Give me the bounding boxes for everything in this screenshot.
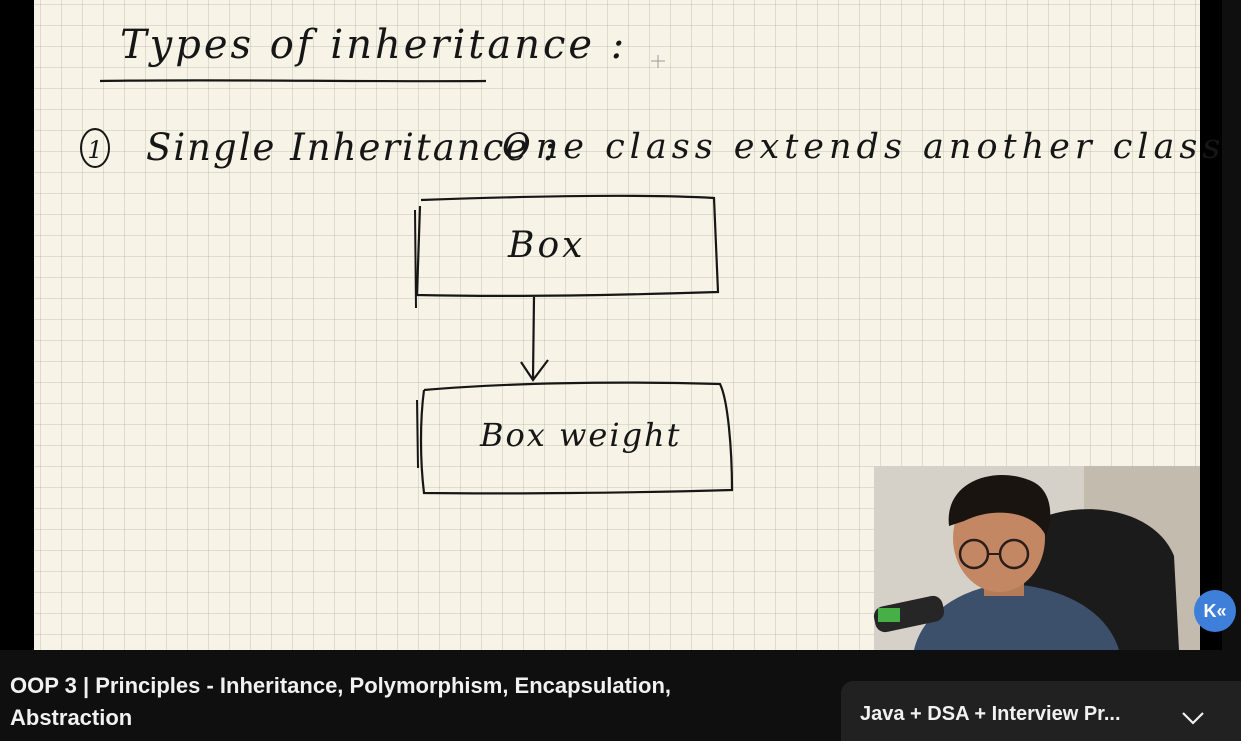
crosshair-cursor-icon [651, 55, 665, 68]
child-box-left-tick [416, 399, 419, 469]
video-title: OOP 3 | Principles - Inheritance, Polymo… [10, 673, 672, 730]
parent-box-label: Box [507, 225, 585, 266]
chevron-down-icon[interactable] [1180, 707, 1206, 727]
notebook-page: Types of inheritance : 1 Single Inherita… [34, 0, 1220, 650]
video-player[interactable]: Types of inheritance : 1 Single Inherita… [0, 0, 1236, 650]
playlist-title[interactable]: Java + DSA + Interview Pr... [860, 703, 1121, 725]
skip-previous-icon: K« [1203, 600, 1227, 621]
point-number: 1 [87, 136, 102, 164]
parent-box-left-tick [414, 209, 417, 309]
webcam-overlay [873, 466, 1200, 650]
presenter-video [873, 466, 1200, 650]
parent-box [415, 194, 720, 298]
child-box-label: Box weight [479, 416, 682, 454]
inheritance-arrow-head [520, 359, 549, 382]
playlist-panel[interactable]: Java + DSA + Interview Pr... [841, 681, 1241, 741]
video-info-bar: OOP 3 | Principles - Inheritance, Polymo… [0, 650, 1241, 741]
child-box [419, 381, 734, 495]
heading-text: Types of inheritance : [120, 22, 627, 68]
point-number-circle [80, 128, 110, 168]
handwriting-canvas: Types of inheritance : 1 Single Inherita… [80, 22, 1220, 495]
heading-underline [99, 79, 487, 83]
description-text: One class extends another class [502, 127, 1225, 167]
skip-previous-button[interactable]: K« [1194, 590, 1236, 632]
inheritance-arrow-shaft [531, 296, 536, 379]
point-text: Single Inheritance : [146, 126, 557, 169]
